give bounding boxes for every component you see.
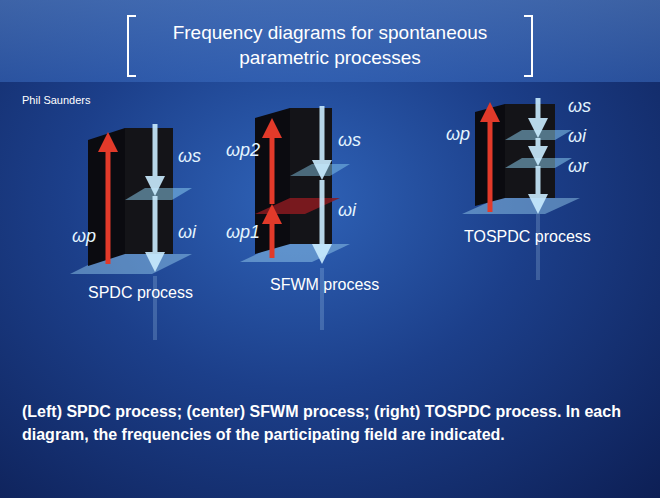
frequency-label: ωr bbox=[568, 156, 588, 177]
frequency-label: ωi bbox=[178, 222, 196, 243]
frequency-label: ωp2 bbox=[226, 140, 260, 161]
caption: (Left) SPDC process; (center) SFWM proce… bbox=[22, 400, 642, 446]
process-name: TOSPDC process bbox=[464, 228, 591, 246]
frequency-label: ωs bbox=[568, 96, 591, 117]
frequency-label: ωp bbox=[446, 124, 470, 145]
process-name: SPDC process bbox=[88, 284, 193, 302]
frequency-label: ωs bbox=[338, 130, 361, 151]
frequency-label: ωi bbox=[568, 126, 586, 147]
credit: Phil Saunders bbox=[22, 94, 91, 106]
title: Frequency diagrams for spontaneous param… bbox=[150, 20, 510, 70]
frequency-label: ωs bbox=[178, 146, 201, 167]
frequency-label: ωp1 bbox=[226, 222, 260, 243]
frequency-label: ωp bbox=[72, 226, 96, 247]
process-name: SFWM process bbox=[270, 276, 379, 294]
frequency-label: ωi bbox=[338, 200, 356, 221]
